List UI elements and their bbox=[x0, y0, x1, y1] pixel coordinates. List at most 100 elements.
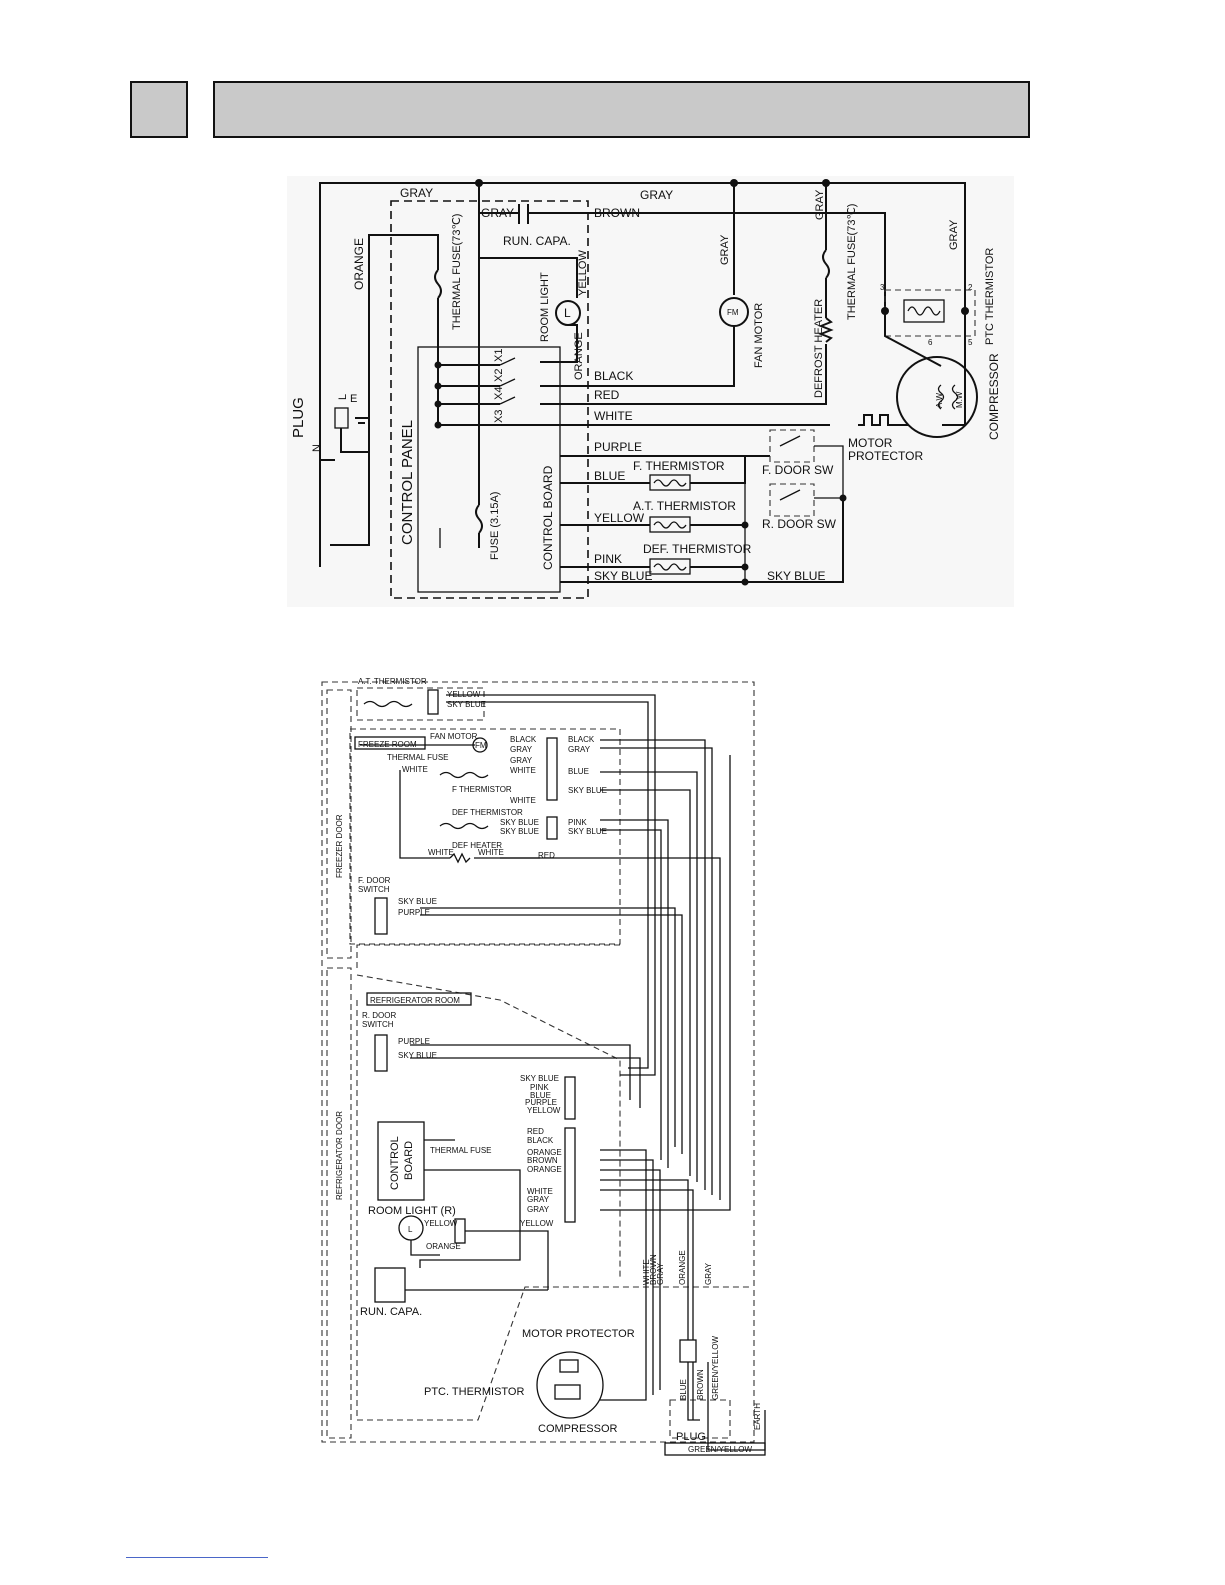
l-c3-3: PURPLE bbox=[525, 1098, 557, 1107]
label-gray-2: GRAY bbox=[640, 188, 673, 202]
label-pin5: 5 bbox=[968, 338, 973, 347]
connector-at bbox=[427, 689, 439, 715]
l-room-light: ROOM LIGHT (R) bbox=[368, 1205, 456, 1217]
label-yellow: YELLOW bbox=[594, 511, 645, 525]
l-control-board-1: CONTROL bbox=[389, 1136, 401, 1190]
ptc-thermistor-small bbox=[554, 1384, 581, 1400]
refrigerator-room-label-box bbox=[366, 992, 472, 1006]
l-yellow-c: YELLOW bbox=[520, 1219, 554, 1228]
label-gray-cap: GRAY bbox=[481, 206, 514, 220]
l-c1r-2: BLUE bbox=[568, 767, 589, 776]
l-c1l-3: WHITE bbox=[510, 766, 536, 775]
label-thermal-fuse-r: THERMAL FUSE(73℃) bbox=[846, 204, 858, 320]
gray-main-wire bbox=[319, 182, 966, 567]
l-c1l-0: BLACK bbox=[510, 735, 537, 744]
plug-box bbox=[669, 1399, 731, 1439]
l-c2r-1: SKY BLUE bbox=[568, 827, 607, 836]
l-f-door-2: SWITCH bbox=[358, 885, 390, 894]
l-freezer-door: FREEZER DOOR bbox=[335, 814, 344, 878]
l-c1r-0: BLACK bbox=[568, 735, 595, 744]
label-r-door-sw: R. DOOR SW bbox=[762, 517, 837, 531]
r-door-switch-connector bbox=[374, 1034, 388, 1072]
compressor-small-icon bbox=[536, 1351, 604, 1419]
l-white-a: WHITE bbox=[402, 765, 428, 774]
l-brown-v: BROWN bbox=[649, 1254, 658, 1285]
l-fan-motor: FAN MOTOR bbox=[430, 732, 478, 741]
l-c4-7: GRAY bbox=[527, 1205, 550, 1214]
circuit-background bbox=[287, 176, 1014, 607]
l-gray-v2: GRAY bbox=[704, 1262, 713, 1285]
f-thermistor-symbol bbox=[439, 771, 489, 779]
ptc-thermistor-symbol bbox=[903, 299, 945, 323]
label-gray-1: GRAY bbox=[400, 186, 433, 200]
label-compressor: COMPRESSOR bbox=[987, 353, 1001, 440]
l-c2r-0: PINK bbox=[568, 818, 587, 827]
label-defrost-heater: DEFROST HEATER bbox=[813, 299, 825, 398]
label-e: E bbox=[350, 393, 357, 405]
motor-protector-symbol bbox=[858, 414, 908, 426]
l-def-thermistor: DEF THERMISTOR bbox=[452, 808, 523, 817]
thermal-fuse-symbol bbox=[434, 269, 442, 299]
freeze-room-box bbox=[349, 728, 621, 945]
label-gray-v3: GRAY bbox=[948, 219, 960, 250]
label-pin3: 3 bbox=[880, 283, 885, 292]
at-thermistor-symbol bbox=[363, 700, 413, 708]
def-thermistor-symbol bbox=[439, 822, 489, 830]
l-fm: FM bbox=[475, 741, 487, 750]
label-fan-motor: FAN MOTOR bbox=[753, 303, 765, 368]
l-sky-blue-a: SKY BLUE bbox=[447, 700, 486, 709]
section-title-bar bbox=[213, 81, 1030, 138]
label-sky-blue-r: SKY BLUE bbox=[767, 569, 825, 583]
l-white-v: WHITE bbox=[642, 1259, 651, 1285]
label-red: RED bbox=[594, 388, 620, 402]
label-l-plug: L bbox=[337, 394, 349, 400]
control-panel-box bbox=[390, 200, 589, 599]
label-motor-protector-2: PROTECTOR bbox=[848, 449, 923, 463]
label-room-light: ROOM LIGHT bbox=[539, 272, 551, 342]
label-ptc-thermistor: PTC THERMISTOR bbox=[984, 248, 996, 345]
l-c4-3: BROWN bbox=[527, 1156, 558, 1165]
label-pin2: 2 bbox=[968, 283, 973, 292]
l-blue-v: BLUE bbox=[679, 1379, 688, 1400]
def-heater-symbol bbox=[449, 852, 471, 864]
run-capa-block bbox=[374, 1267, 406, 1303]
l-plug: PLUG bbox=[676, 1431, 706, 1443]
label-pink: PINK bbox=[594, 552, 622, 566]
l-white-c: WHITE bbox=[428, 848, 454, 857]
label-orange-v: ORANGE bbox=[573, 332, 585, 380]
l-c3-0: SKY BLUE bbox=[520, 1074, 559, 1083]
l-orange-v: ORANGE bbox=[678, 1250, 687, 1285]
l-c4-0: RED bbox=[527, 1127, 544, 1136]
label-purple: PURPLE bbox=[594, 440, 642, 454]
l-f-thermistor: F THERMISTOR bbox=[452, 785, 512, 794]
l-freeze-room: FREEZE ROOM bbox=[358, 740, 417, 749]
l-l: L bbox=[408, 1225, 413, 1234]
l-brown-v2: BROWN bbox=[696, 1369, 705, 1400]
l-def-heater: DEF HEATER bbox=[452, 841, 502, 850]
l-compressor: COMPRESSOR bbox=[538, 1423, 618, 1435]
l-c3-2: BLUE bbox=[530, 1091, 551, 1100]
l-c4-1: BLACK bbox=[527, 1136, 554, 1145]
label-sky-blue: SKY BLUE bbox=[594, 569, 652, 583]
l-c4-2: ORANGE bbox=[527, 1148, 562, 1157]
l-c1l-1: GRAY bbox=[510, 745, 533, 754]
l-white-b: WHITE bbox=[510, 796, 536, 805]
label-blue: BLUE bbox=[594, 469, 625, 483]
label-control-panel: CONTROL PANEL bbox=[399, 420, 416, 545]
l-c1r-1: GRAY bbox=[568, 745, 591, 754]
label-run-capa: RUN. CAPA. bbox=[503, 234, 571, 248]
l-refrigerator-door: REFRIGERATOR DOOR bbox=[335, 1111, 344, 1200]
label-orange: ORANGE bbox=[352, 238, 366, 290]
motor-protector-small bbox=[559, 1359, 579, 1373]
r-door-switch-symbol bbox=[769, 483, 815, 517]
label-plug: PLUG bbox=[290, 397, 307, 438]
l-r-door-2: SWITCH bbox=[362, 1020, 394, 1029]
l-c2l-1: SKY BLUE bbox=[500, 827, 539, 836]
label-n: N bbox=[311, 444, 323, 452]
label-thermal-fuse-l: THERMAL FUSE(73℃) bbox=[451, 214, 463, 330]
label-aw: A.W bbox=[935, 392, 944, 408]
freeze-room-label-box bbox=[354, 736, 426, 750]
connector-c1 bbox=[546, 737, 558, 801]
l-r-door-1: R. DOOR bbox=[362, 1011, 396, 1020]
label-gray-v2: GRAY bbox=[814, 189, 826, 220]
